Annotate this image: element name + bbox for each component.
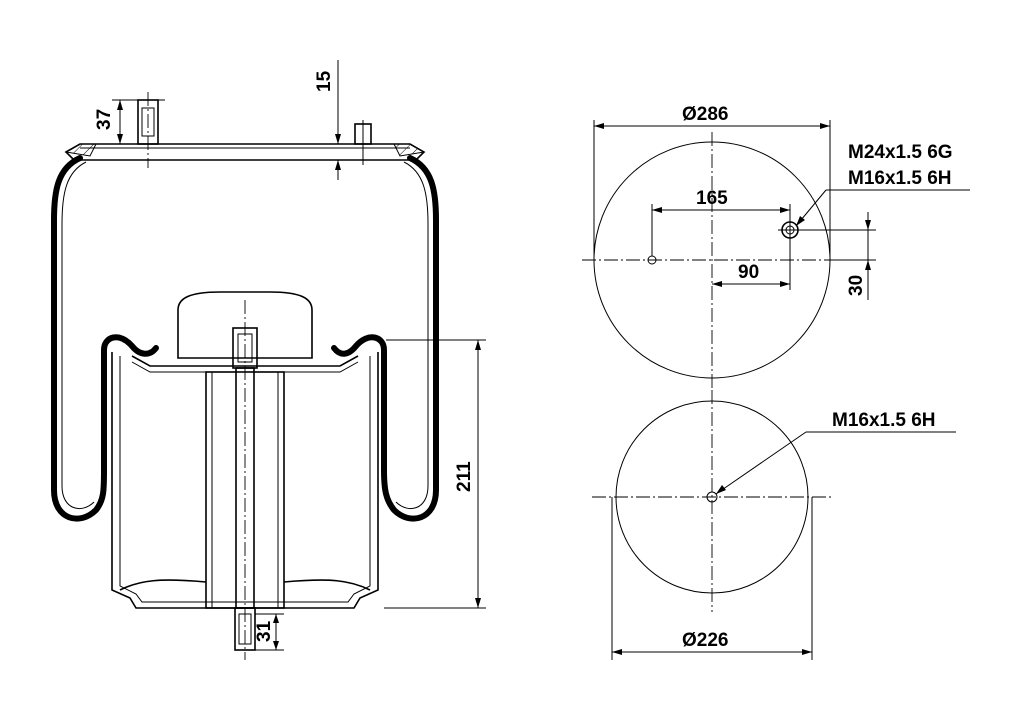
bottom-view: Ø226 M16x1.5 6H (592, 390, 956, 660)
callout-top-threads: M24x1.5 6G M16x1.5 6H (795, 142, 970, 227)
dim-top-offset-y: 30 (798, 212, 876, 300)
callout-bottom-thread: M16x1.5 6H (715, 410, 956, 495)
dim-top-hole-spacing: 165 (651, 188, 791, 256)
rubber-bellow (51, 155, 439, 522)
dim-37-label: 37 (94, 109, 115, 130)
dim-90-label: 90 (738, 262, 759, 283)
dim-165-label: 165 (696, 188, 728, 209)
top-view: Ø286 165 90 30 (582, 104, 970, 390)
dim-286-label: Ø286 (682, 104, 728, 125)
side-view: 37 15 211 31 (51, 60, 486, 660)
dim-30-label: 30 (846, 275, 867, 296)
dim-226-label: Ø226 (682, 630, 728, 651)
dim-15-label: 15 (314, 70, 335, 92)
dim-top-diameter: Ø286 (593, 104, 831, 260)
dim-bottom-diameter: Ø226 (611, 497, 813, 660)
bottom-bolt-hole (706, 491, 718, 503)
top-pin (354, 120, 372, 165)
top-plate (64, 143, 426, 161)
thread-bottom-bolt-label: M16x1.5 6H (832, 410, 936, 431)
top-air-fitting (133, 99, 165, 145)
dim-top-plate-offset: 15 (314, 60, 354, 180)
bump-stop (177, 291, 313, 359)
dim-31-label: 31 (254, 620, 275, 642)
thread-top-bolt-label: M16x1.5 6H (848, 168, 952, 189)
dim-top-offset-x: 90 (712, 238, 791, 290)
dim-211-label: 211 (454, 461, 475, 492)
dim-overall-height: 211 (384, 339, 486, 609)
dim-top-stud-height: 37 (94, 99, 136, 145)
thread-air-fitting-label: M24x1.5 6G (848, 142, 953, 163)
dim-bottom-stud-length: 31 (254, 613, 284, 651)
